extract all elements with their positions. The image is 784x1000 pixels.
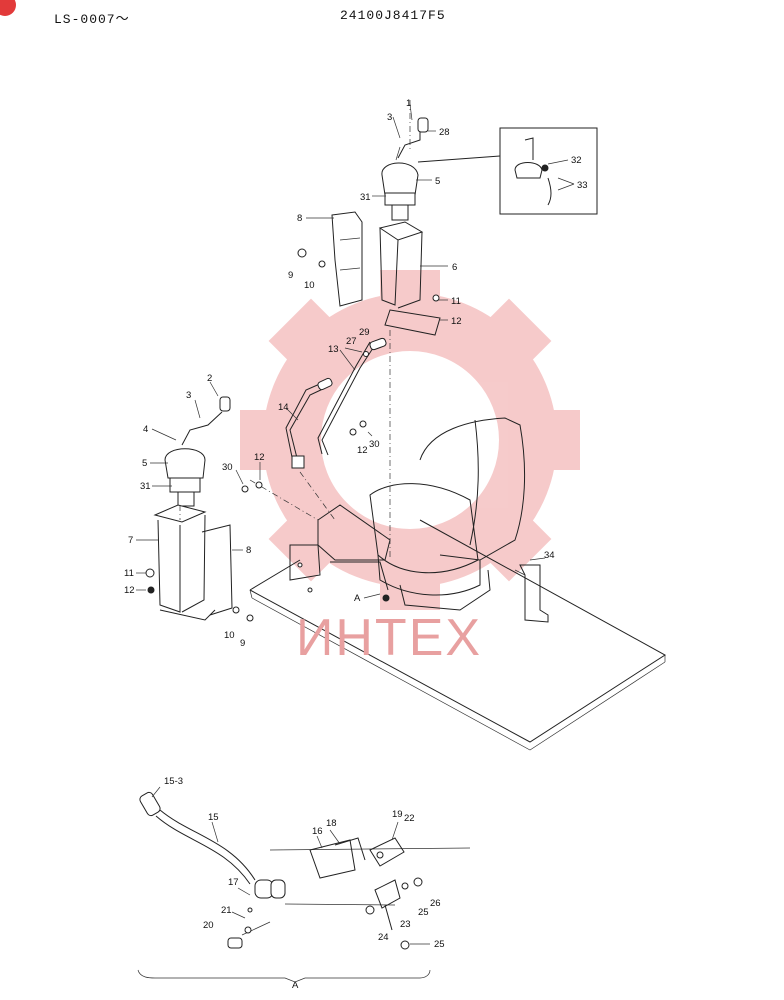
gear-tooth (268, 298, 340, 370)
callout-6: 6 (452, 262, 457, 273)
right-control-lever-assembly (378, 117, 441, 336)
callout-3-left: 3 (186, 390, 191, 401)
callout-5-top: 5 (435, 176, 440, 187)
callout-18: 18 (326, 818, 337, 829)
watermark-text: ИНТЕХ (296, 609, 483, 667)
callout-30-right: 30 (369, 439, 380, 450)
detail-inset (417, 127, 598, 215)
callout-12-top: 12 (451, 316, 462, 327)
watermark-gear-icon (240, 270, 580, 610)
callout-13: 13 (328, 344, 339, 355)
callout-25-bottom: 25 (434, 939, 445, 950)
callout-31-left: 31 (140, 481, 151, 492)
callout-5-left: 5 (142, 458, 147, 469)
callout-19: 19 (392, 809, 403, 820)
callout-33: 33 (577, 180, 588, 191)
callout-29: 29 (359, 327, 370, 338)
right-bracket (514, 564, 549, 623)
center-bracket (289, 504, 391, 593)
corner-mark-icon (0, 0, 16, 16)
callout-12-mid-right: 12 (357, 445, 368, 456)
callout-10-bottom: 10 (224, 630, 235, 641)
callout-20: 20 (203, 920, 214, 931)
callout-9-top: 9 (288, 270, 293, 281)
serial-range-label: LS-0007～ (54, 12, 130, 27)
left-control-lever-assembly (153, 396, 233, 621)
callout-3-top: 3 (387, 112, 392, 123)
callout-32: 32 (571, 155, 582, 166)
callout-11-top: 11 (451, 296, 461, 307)
operator-seat (369, 417, 526, 611)
callout-9-bottom: 9 (240, 638, 245, 649)
gear-tooth (268, 510, 340, 582)
callout-24: 24 (378, 932, 389, 943)
callout-17: 17 (228, 877, 239, 888)
callout-2: 2 (207, 373, 212, 384)
callout-21: 21 (221, 905, 232, 916)
callout-10-top: 10 (304, 280, 315, 291)
callout-27: 27 (346, 336, 357, 347)
callout-26: 26 (430, 898, 441, 909)
hardware-bolts (145, 248, 440, 622)
gear-tooth (380, 570, 440, 610)
callout-12-mid-left: 12 (254, 452, 265, 463)
callout-leaders (136, 103, 575, 599)
callout-12-left: 12 (124, 585, 135, 596)
callout-25-mid: 25 (418, 907, 429, 918)
callout-8-left: 8 (246, 545, 251, 556)
callout-30-left: 30 (222, 462, 233, 473)
gear-tooth (480, 298, 552, 370)
callout-labels: 1 3 28 5 31 32 33 8 6 9 10 11 12 29 27 1… (124, 98, 588, 991)
callout-11-left: 11 (124, 568, 134, 579)
right-column-cover (331, 211, 363, 307)
callout-8-top: 8 (297, 213, 302, 224)
callout-15: 15 (208, 812, 219, 823)
callout-22: 22 (404, 813, 415, 824)
callout-31-top: 31 (360, 192, 371, 203)
part-number-label: 24100J8417F5 (340, 8, 446, 23)
callout-4: 4 (143, 424, 148, 435)
callout-15-3: 15-3 (164, 776, 183, 787)
callout-7: 7 (128, 535, 133, 546)
detail-a-label: A (292, 980, 299, 991)
callout-14: 14 (278, 402, 289, 413)
callout-1: 1 (406, 98, 411, 109)
callout-28: 28 (439, 127, 450, 138)
callout-A-view: A (354, 593, 361, 604)
gear-tooth (540, 410, 580, 470)
callout-23: 23 (400, 919, 411, 930)
callout-16: 16 (312, 826, 323, 837)
detail-a-linkage (137, 786, 471, 983)
callout-34: 34 (544, 550, 555, 561)
gear-tooth (240, 410, 280, 470)
floor-plate (249, 519, 666, 751)
